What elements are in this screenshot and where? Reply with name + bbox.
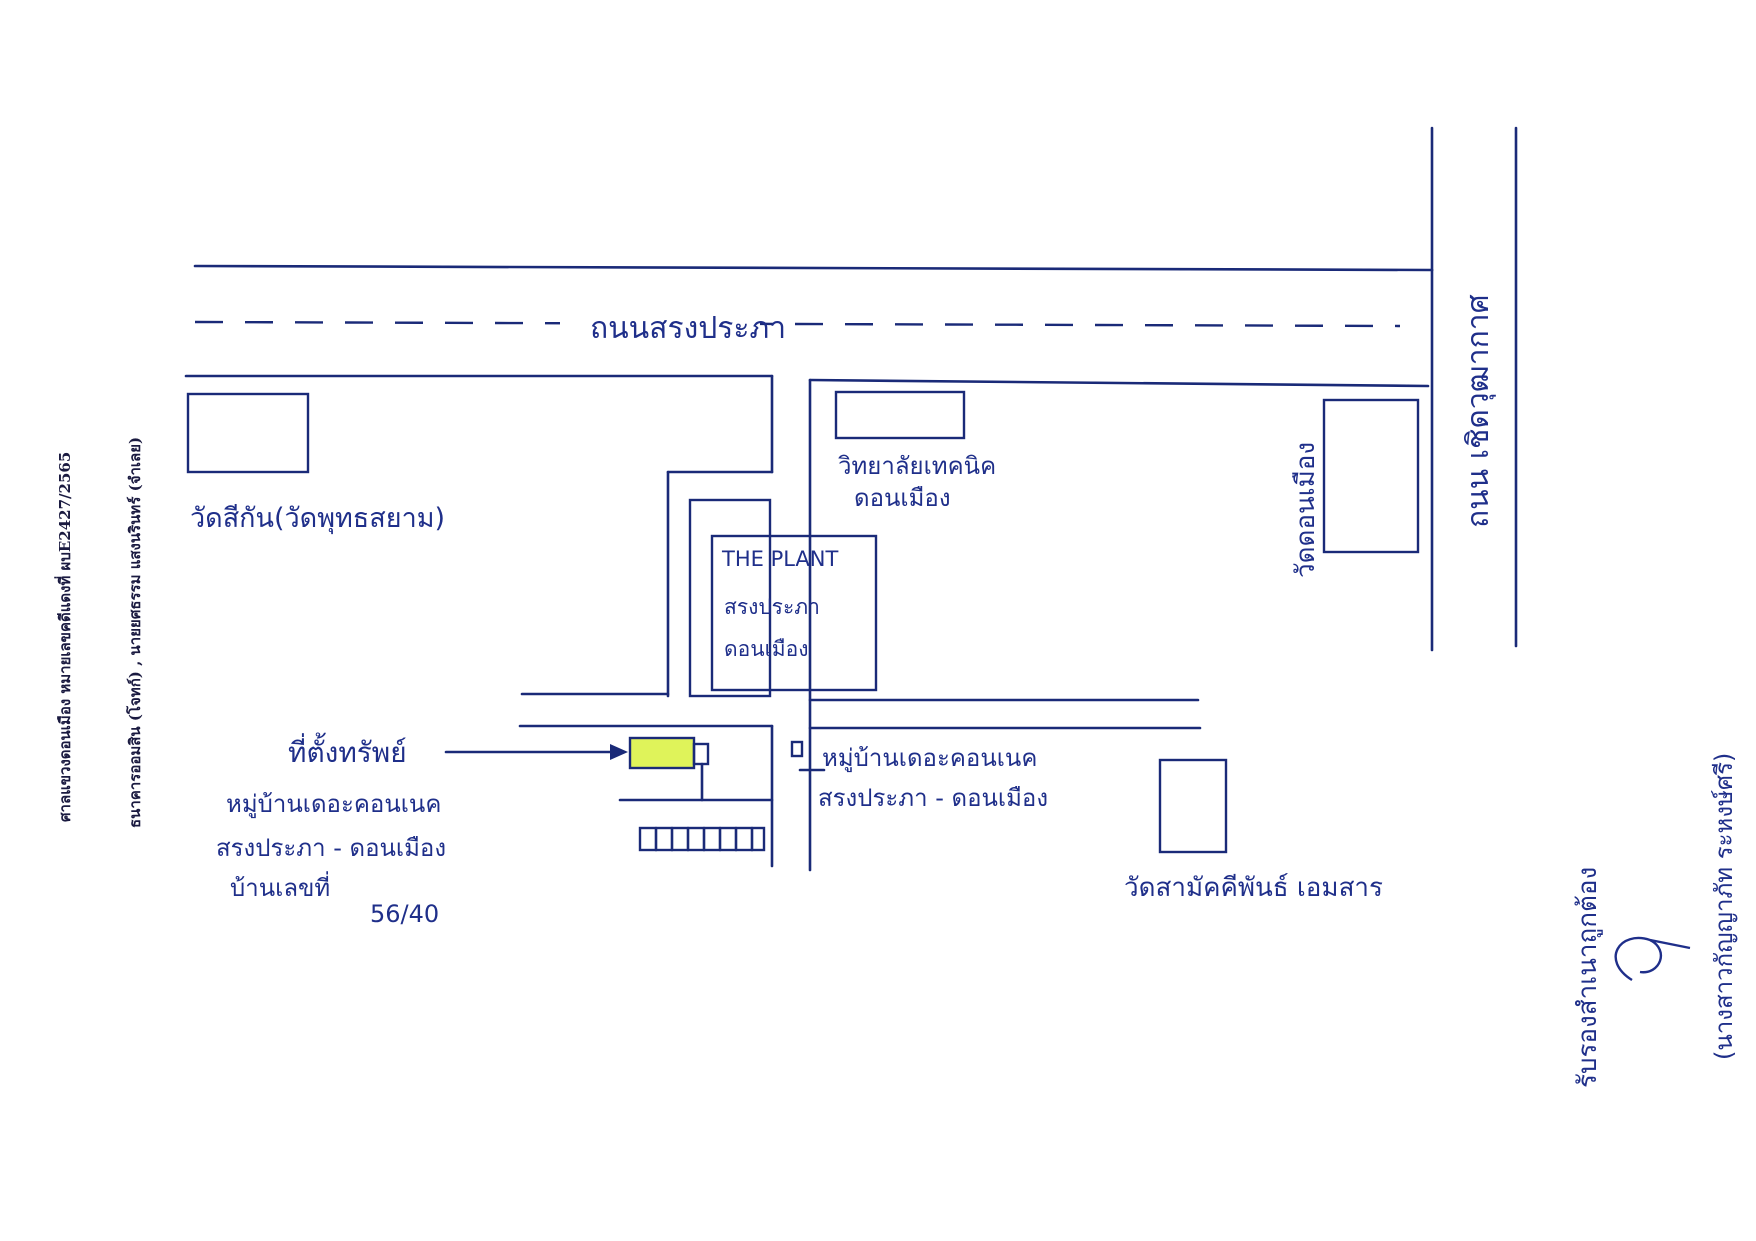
certification-text: รับรองสำเนาถูกต้อง: [1573, 867, 1603, 1088]
village-gate-label-1: หมู่บ้านเดอะคอนเนค: [822, 744, 1037, 773]
main-road-south-edge-right: [808, 378, 1430, 388]
main-road-north-edge: [193, 264, 1434, 272]
property-marker: [628, 736, 696, 770]
village-gate-marker: [790, 740, 804, 758]
plant-building: [710, 534, 878, 692]
college-building: [834, 390, 966, 440]
certifier-name: (นางสาวกัญญาภัท ระหงษ์ศรี): [1710, 753, 1738, 1060]
property-annex: [692, 742, 710, 766]
property-arrow-head: [610, 744, 628, 760]
temple-left-building: [186, 392, 310, 474]
plant-title: THE PLANT: [721, 547, 838, 571]
plant-annex: [688, 498, 772, 698]
signature: [1614, 937, 1691, 982]
property-house-number: 56/40: [370, 900, 439, 928]
main-road-centerline: [194, 320, 1401, 328]
houses-row: [638, 826, 766, 852]
temple-left-label: วัดสีกัน(วัดพุทธสยาม): [190, 503, 445, 535]
neighbor-houses: [638, 826, 766, 852]
school-building: [1158, 758, 1228, 854]
school-label: วัดสามัคคีพันธ์ เอมสาร: [1124, 873, 1383, 903]
property-road: สรงประภา - ดอนเมือง: [216, 834, 446, 862]
college-label-1: วิทยาลัยเทคนิค: [837, 452, 996, 480]
property-house-label: บ้านเลขที่: [230, 871, 330, 902]
village-gate-label-2: สรงประภา - ดอนเมือง: [818, 784, 1048, 812]
property-village: หมู่บ้านเดอะคอนเนค: [226, 790, 441, 819]
plant-subtitle-2: ดอนเมือง: [724, 637, 809, 661]
college-label-2: ดอนเมือง: [854, 484, 951, 512]
temple-right-building: [1322, 398, 1420, 554]
temple-right-label: วัดดอนเมือง: [1291, 442, 1321, 578]
case-header: ศาลแขวงดอนเมือง หมายเลขคดีแดงที่ ผบE2427…: [54, 452, 74, 822]
main-road-label: ถนนสรงประภา: [590, 311, 786, 346]
property-label: ที่ตั้งทรัพย์: [288, 732, 407, 769]
parties-header: ธนาคารออมสิน (โจทก์) , นายยศธรรม แสงนริน…: [125, 437, 144, 828]
plant-subtitle-1: สรงประภา: [724, 595, 820, 619]
side-road-label: ถนน เชิดวุฒากาศ: [1461, 294, 1497, 528]
road-label-gap: [560, 302, 760, 342]
